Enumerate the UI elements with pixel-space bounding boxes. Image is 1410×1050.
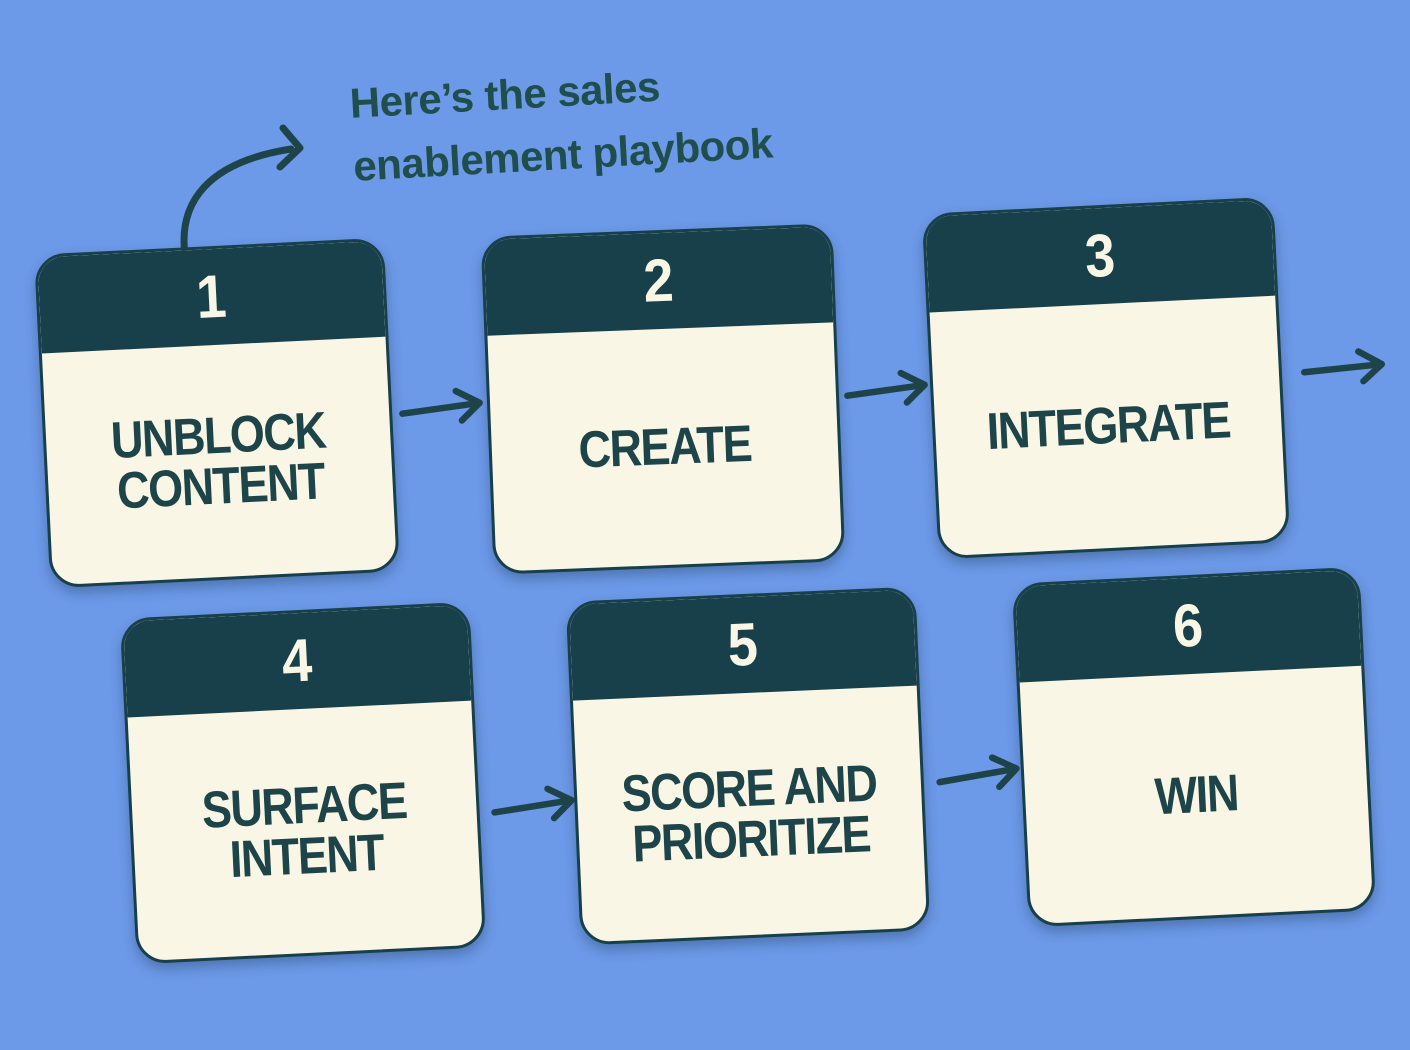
step-card-5: 5 SCORE AND PRIORITIZE: [565, 586, 931, 946]
arrow-right-icon: [932, 747, 1028, 802]
arrow-right-icon: [396, 382, 491, 434]
card-header: 1: [37, 240, 386, 354]
card-body: SCORE AND PRIORITIZE: [573, 686, 927, 943]
step-label: SURFACE INTENT: [200, 770, 408, 889]
step-number: 1: [194, 262, 228, 332]
card-body: SURFACE INTENT: [128, 701, 484, 962]
card-body: UNBLOCK CONTENT: [42, 337, 397, 586]
step-label: WIN: [1153, 762, 1240, 826]
card-body: INTEGRATE: [930, 296, 1288, 557]
step-card-1: 1 UNBLOCK CONTENT: [34, 237, 400, 589]
arrow-right-icon: [487, 779, 582, 833]
card-header: 5: [568, 589, 917, 701]
step-label: CREATE: [577, 413, 753, 479]
curved-arrow-icon: [148, 112, 318, 267]
step-label: UNBLOCK CONTENT: [109, 400, 327, 520]
step-number: 2: [642, 246, 675, 316]
step-label: SCORE AND PRIORITIZE: [620, 753, 878, 874]
step-number: 3: [1083, 221, 1117, 291]
step-card-4: 4 SURFACE INTENT: [119, 601, 487, 965]
step-number: 4: [280, 626, 314, 696]
arrow-right-icon: [841, 364, 936, 416]
step-number: 6: [1171, 591, 1205, 661]
step-card-2: 2 CREATE: [480, 223, 846, 575]
diagram-title: Here’s the sales enablement playbook: [348, 43, 874, 198]
card-body: CREATE: [487, 322, 842, 571]
step-card-6: 6 WIN: [1011, 566, 1377, 928]
card-header: 6: [1014, 569, 1362, 683]
step-number: 5: [726, 610, 760, 680]
card-body: WIN: [1020, 666, 1373, 924]
step-card-3: 3 INTEGRATE: [921, 196, 1291, 560]
step-label: INTEGRATE: [985, 390, 1232, 461]
card-header: 2: [483, 226, 834, 336]
card-header: 3: [924, 199, 1276, 313]
arrow-right-icon: [1298, 343, 1392, 392]
card-header: 4: [122, 604, 472, 718]
